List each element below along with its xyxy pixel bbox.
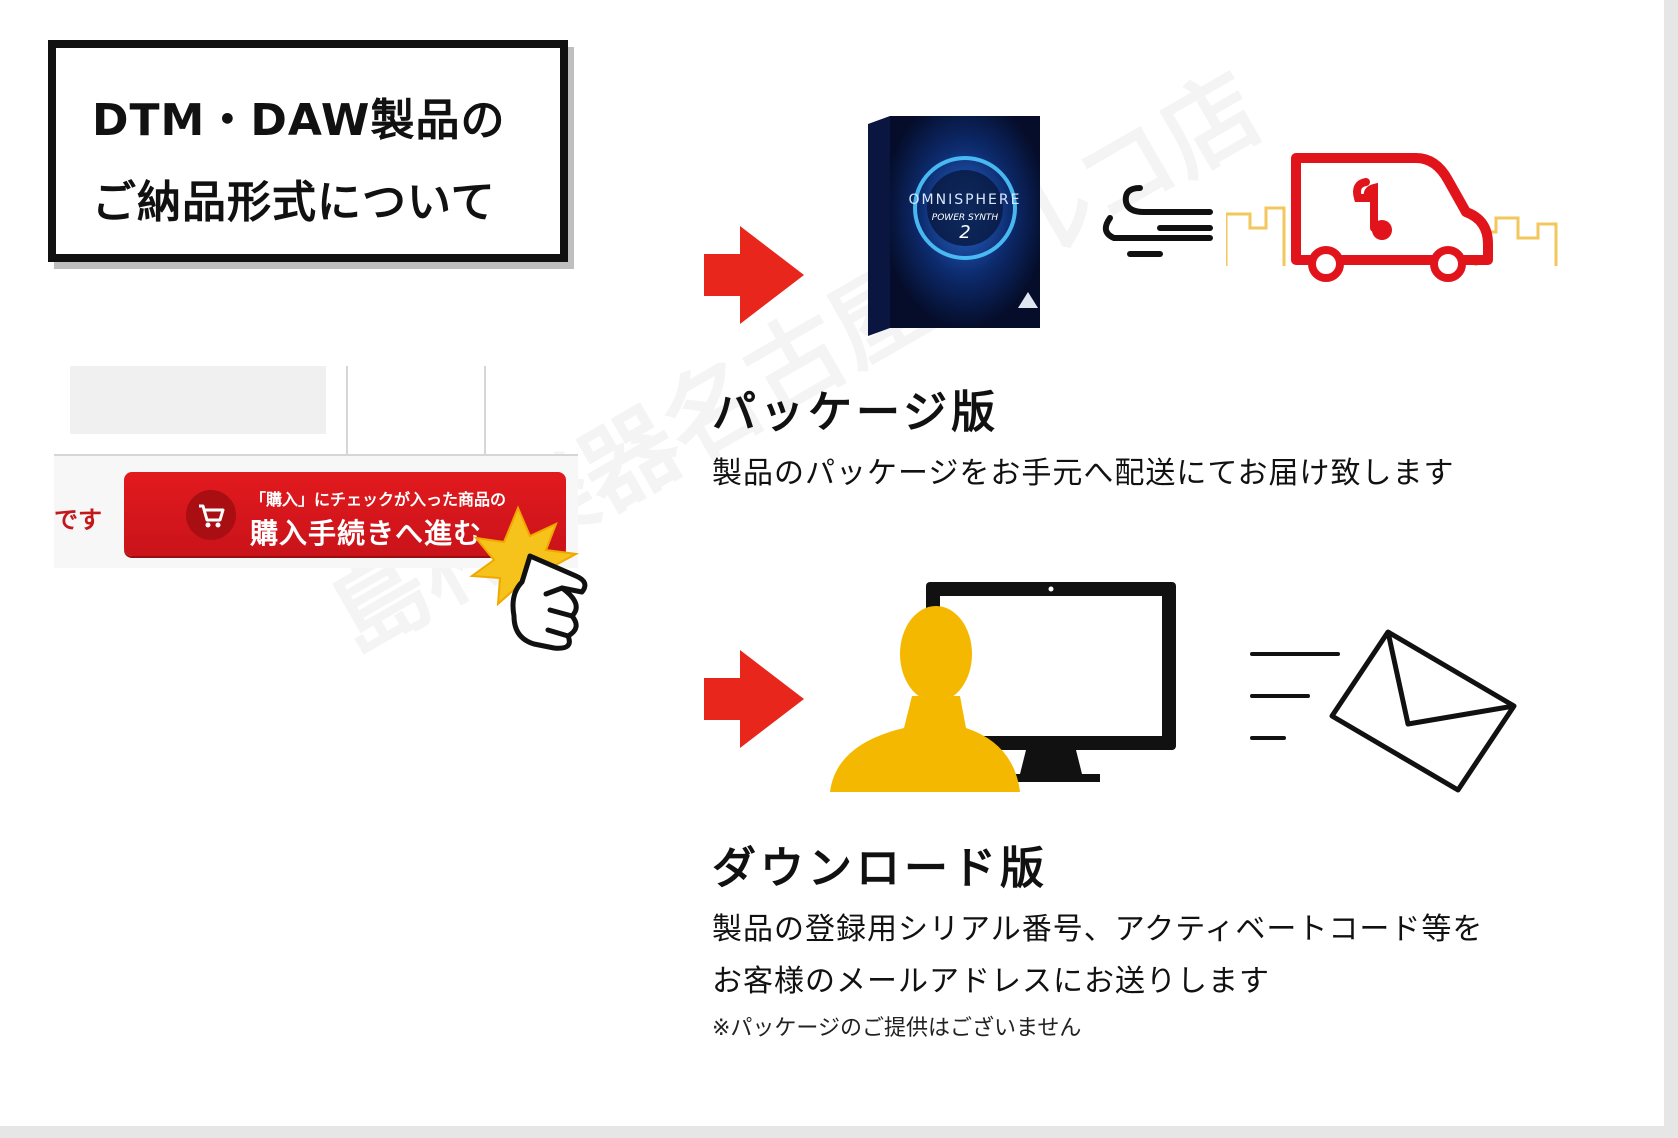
cart-icon (186, 490, 236, 540)
title-box: DTM・DAW製品の ご納品形式について (48, 40, 568, 262)
person-at-monitor-illustration (826, 578, 1186, 796)
title-line-2: ご納品形式について (92, 177, 496, 228)
envelope-icon (1250, 624, 1520, 798)
title-line-1: DTM・DAW製品の (92, 95, 506, 146)
purchase-button-caption: 「購入」にチェックが入った商品の (250, 490, 507, 509)
mock-divider (484, 366, 486, 454)
product-brand: OMNISPHERE (909, 192, 1022, 208)
product-package-image: OMNISPHERE POWER SYNTH 2 (868, 116, 1048, 340)
product-subtitle: POWER SYNTH (932, 213, 999, 223)
bottom-edge-strip (0, 1126, 1678, 1138)
right-edge-strip (1664, 0, 1678, 1138)
download-description-line-2: お客様のメールアドレスにお送りします (712, 964, 1270, 999)
delivery-truck-icon (1224, 148, 1566, 302)
download-note: ※パッケージのご提供はございません (712, 1016, 1082, 1041)
monitor-icon (926, 582, 1176, 782)
mock-divider (346, 366, 348, 454)
mock-tail-text: です (54, 506, 102, 534)
red-arrow-icon (704, 226, 804, 328)
red-arrow-icon (704, 650, 804, 752)
wind-icon (1100, 178, 1220, 272)
download-title: ダウンロード版 (712, 843, 1048, 894)
mock-divider (54, 454, 578, 456)
download-description-line-1: 製品の登録用シリアル番号、アクティベートコード等を (712, 912, 1484, 947)
package-description: 製品のパッケージをお手元へ配送にてお届け致します (712, 456, 1455, 491)
package-title: パッケージ版 (712, 387, 1000, 438)
pointing-hand-icon (458, 498, 638, 672)
purchase-button-label: 購入手続きへ進む (250, 517, 483, 550)
product-version: 2 (959, 222, 970, 243)
mock-gray-block (70, 366, 326, 434)
person-icon (830, 606, 1020, 792)
